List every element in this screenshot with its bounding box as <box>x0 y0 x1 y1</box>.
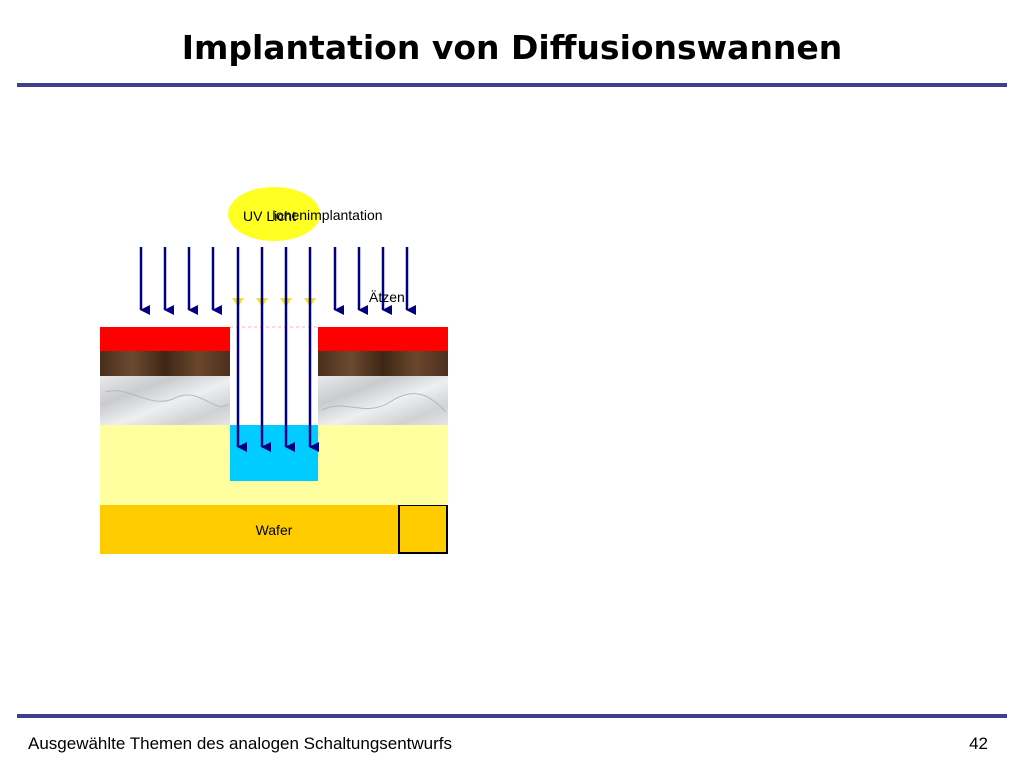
etch-label: Ätzen <box>369 289 405 305</box>
oxide-veins-right <box>321 393 447 413</box>
wafer-marker-box <box>398 504 448 554</box>
brown-layer-right <box>318 351 448 376</box>
ion-implantation-label: Ionenimplantation <box>272 207 383 223</box>
title-divider <box>17 83 1007 87</box>
photoresist-right <box>318 327 448 351</box>
uv-light-ellipse <box>228 187 320 241</box>
uv-light-label: UV Licht <box>243 208 296 224</box>
doped-well <box>230 425 318 481</box>
footer-divider <box>17 714 1007 718</box>
footer-course-title: Ausgewählte Themen des analogen Schaltun… <box>28 734 453 753</box>
wafer-layer <box>100 505 448 554</box>
page-number: 42 <box>969 734 988 753</box>
photoresist-left <box>100 327 230 351</box>
brown-layer-left <box>100 351 230 376</box>
ion-arrows <box>139 247 416 452</box>
oxide-layer-right <box>318 376 448 425</box>
page-title: Implantation von Diffusionswannen <box>181 28 843 67</box>
wafer-label: Wafer <box>256 522 293 538</box>
oxide-veins-left <box>104 390 229 407</box>
uv-arrowheads <box>232 298 316 307</box>
